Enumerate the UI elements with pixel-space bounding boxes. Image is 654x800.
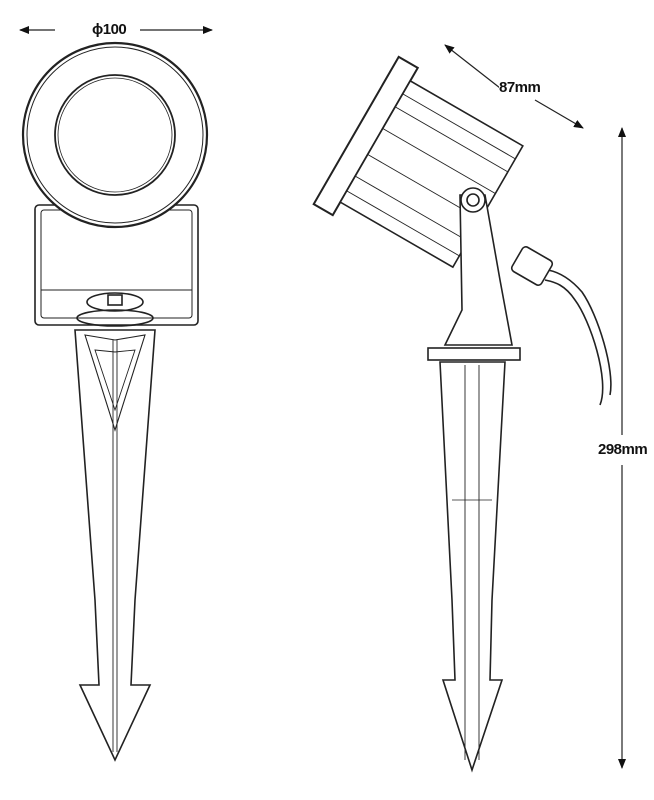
diameter-label: ϕ100 [92,21,127,38]
mounting-arm [443,194,513,346]
side-view [312,44,612,773]
front-view [19,26,213,762]
base-plate [427,347,521,361]
front-spike [74,329,156,762]
length-arrow-up [444,44,501,89]
cable-gland [510,246,554,286]
housing-length-label: 87mm [499,79,541,96]
lamp-lens [54,74,176,196]
side-spike [439,361,506,773]
pivot-bolt [86,292,144,312]
length-arrow-down [534,99,584,129]
side-housing [312,55,524,269]
cable [544,279,604,406]
arm-bolt [460,187,486,213]
lamp-bezel [21,41,209,229]
total-height-label: 298mm [598,441,648,458]
